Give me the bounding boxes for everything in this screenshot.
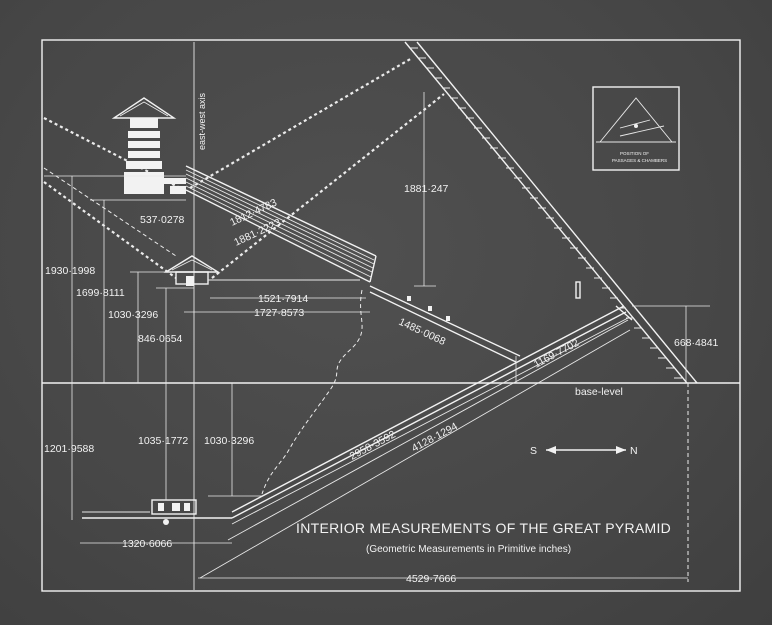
grand-gallery xyxy=(185,165,377,283)
queens-chamber xyxy=(163,255,360,286)
compass-arrow xyxy=(546,446,626,454)
inset-caption-1: POSITION OF xyxy=(620,151,649,156)
well-shaft xyxy=(261,289,363,495)
dim-846: 846·0654 xyxy=(138,333,183,345)
dim-668: 668·4841 xyxy=(674,337,719,349)
dim-537: 537·0278 xyxy=(140,214,185,226)
dim-1699: 1699·8111 xyxy=(76,287,125,299)
dim-1485: 1485·0068 xyxy=(397,316,448,348)
dim-4529: 4529·7666 xyxy=(406,573,456,585)
axis-label: east-west axis xyxy=(197,92,207,150)
compass-north: N xyxy=(630,445,638,457)
dim-1881-247: 1881·247 xyxy=(404,183,449,195)
dim-1930: 1930·1998 xyxy=(45,265,95,277)
dim-1030-b: 1030·3296 xyxy=(204,435,254,447)
dim-1035: 1035·1772 xyxy=(138,435,188,447)
passages xyxy=(199,285,633,579)
dim-1030-a: 1030·3296 xyxy=(108,309,158,321)
base-level-label: base-level xyxy=(575,386,623,398)
dim-1201: 1201·9588 xyxy=(44,443,94,455)
pyramid-casing xyxy=(404,41,698,384)
diagram-subtitle: (Geometric Measurements in Primitive inc… xyxy=(366,544,571,555)
diagram-title: INTERIOR MEASUREMENTS OF THE GREAT PYRAM… xyxy=(296,520,671,536)
dim-2958: 2958·3592 xyxy=(348,428,398,462)
dim-1521: 1521·7914 xyxy=(258,293,308,305)
inset-locator xyxy=(592,86,680,171)
dim-1727: 1727·8573 xyxy=(254,307,304,319)
dim-1320: 1320·6066 xyxy=(122,538,172,550)
passage-markers xyxy=(407,281,581,321)
subterranean-chamber xyxy=(82,499,232,525)
dimension-lines xyxy=(44,92,710,582)
dim-4128: 4128·1294 xyxy=(410,420,460,454)
kings-chamber xyxy=(111,97,186,194)
inset-caption-2: PASSAGES & CHAMBERS xyxy=(612,158,667,163)
compass-south: S xyxy=(530,445,537,457)
diagram-frame xyxy=(41,39,741,592)
